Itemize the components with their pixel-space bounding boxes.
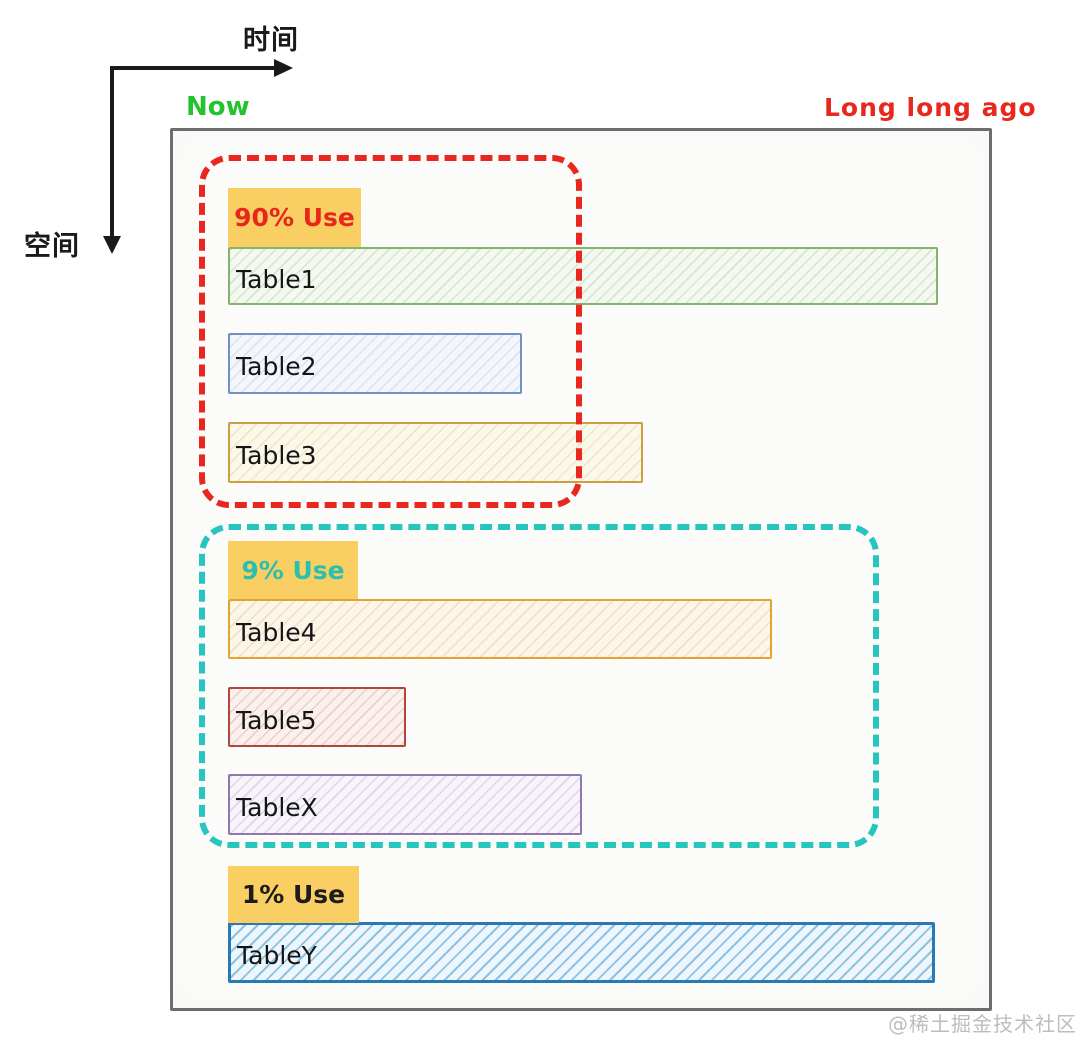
table-bar-table3: Table3	[228, 422, 643, 483]
usage-badge-90pct: 90% Use	[228, 188, 361, 247]
table-bar-label: Table1	[236, 264, 317, 294]
table-bar-table1: Table1	[228, 247, 938, 305]
table-bar-tabley: TableY	[228, 922, 935, 983]
table-bar-label: Table4	[236, 617, 317, 647]
table-bar-label: TableX	[236, 793, 318, 822]
table-bar-table4: Table4	[228, 599, 772, 659]
now-label: Now	[186, 92, 250, 122]
time-axis-label: 时间	[243, 25, 299, 56]
table-bar-table5: Table5	[228, 687, 406, 747]
table-bar-label: TableY	[237, 941, 317, 970]
usage-badge-1pct: 1% Use	[228, 866, 359, 923]
space-axis-label: 空间	[24, 231, 80, 262]
table-bar-label: Table2	[236, 352, 317, 381]
usage-badge-9pct: 9% Use	[228, 541, 358, 599]
table-bar-table2: Table2	[228, 333, 522, 394]
watermark-text: @稀土掘金技术社区	[888, 1012, 1077, 1036]
long-long-ago-label: Long long ago	[824, 93, 1037, 122]
table-bar-label: Table5	[236, 705, 317, 735]
table-bar-tablex: TableX	[228, 774, 582, 835]
table-bar-label: Table3	[236, 441, 317, 470]
axes-arrows-icon	[103, 59, 293, 254]
